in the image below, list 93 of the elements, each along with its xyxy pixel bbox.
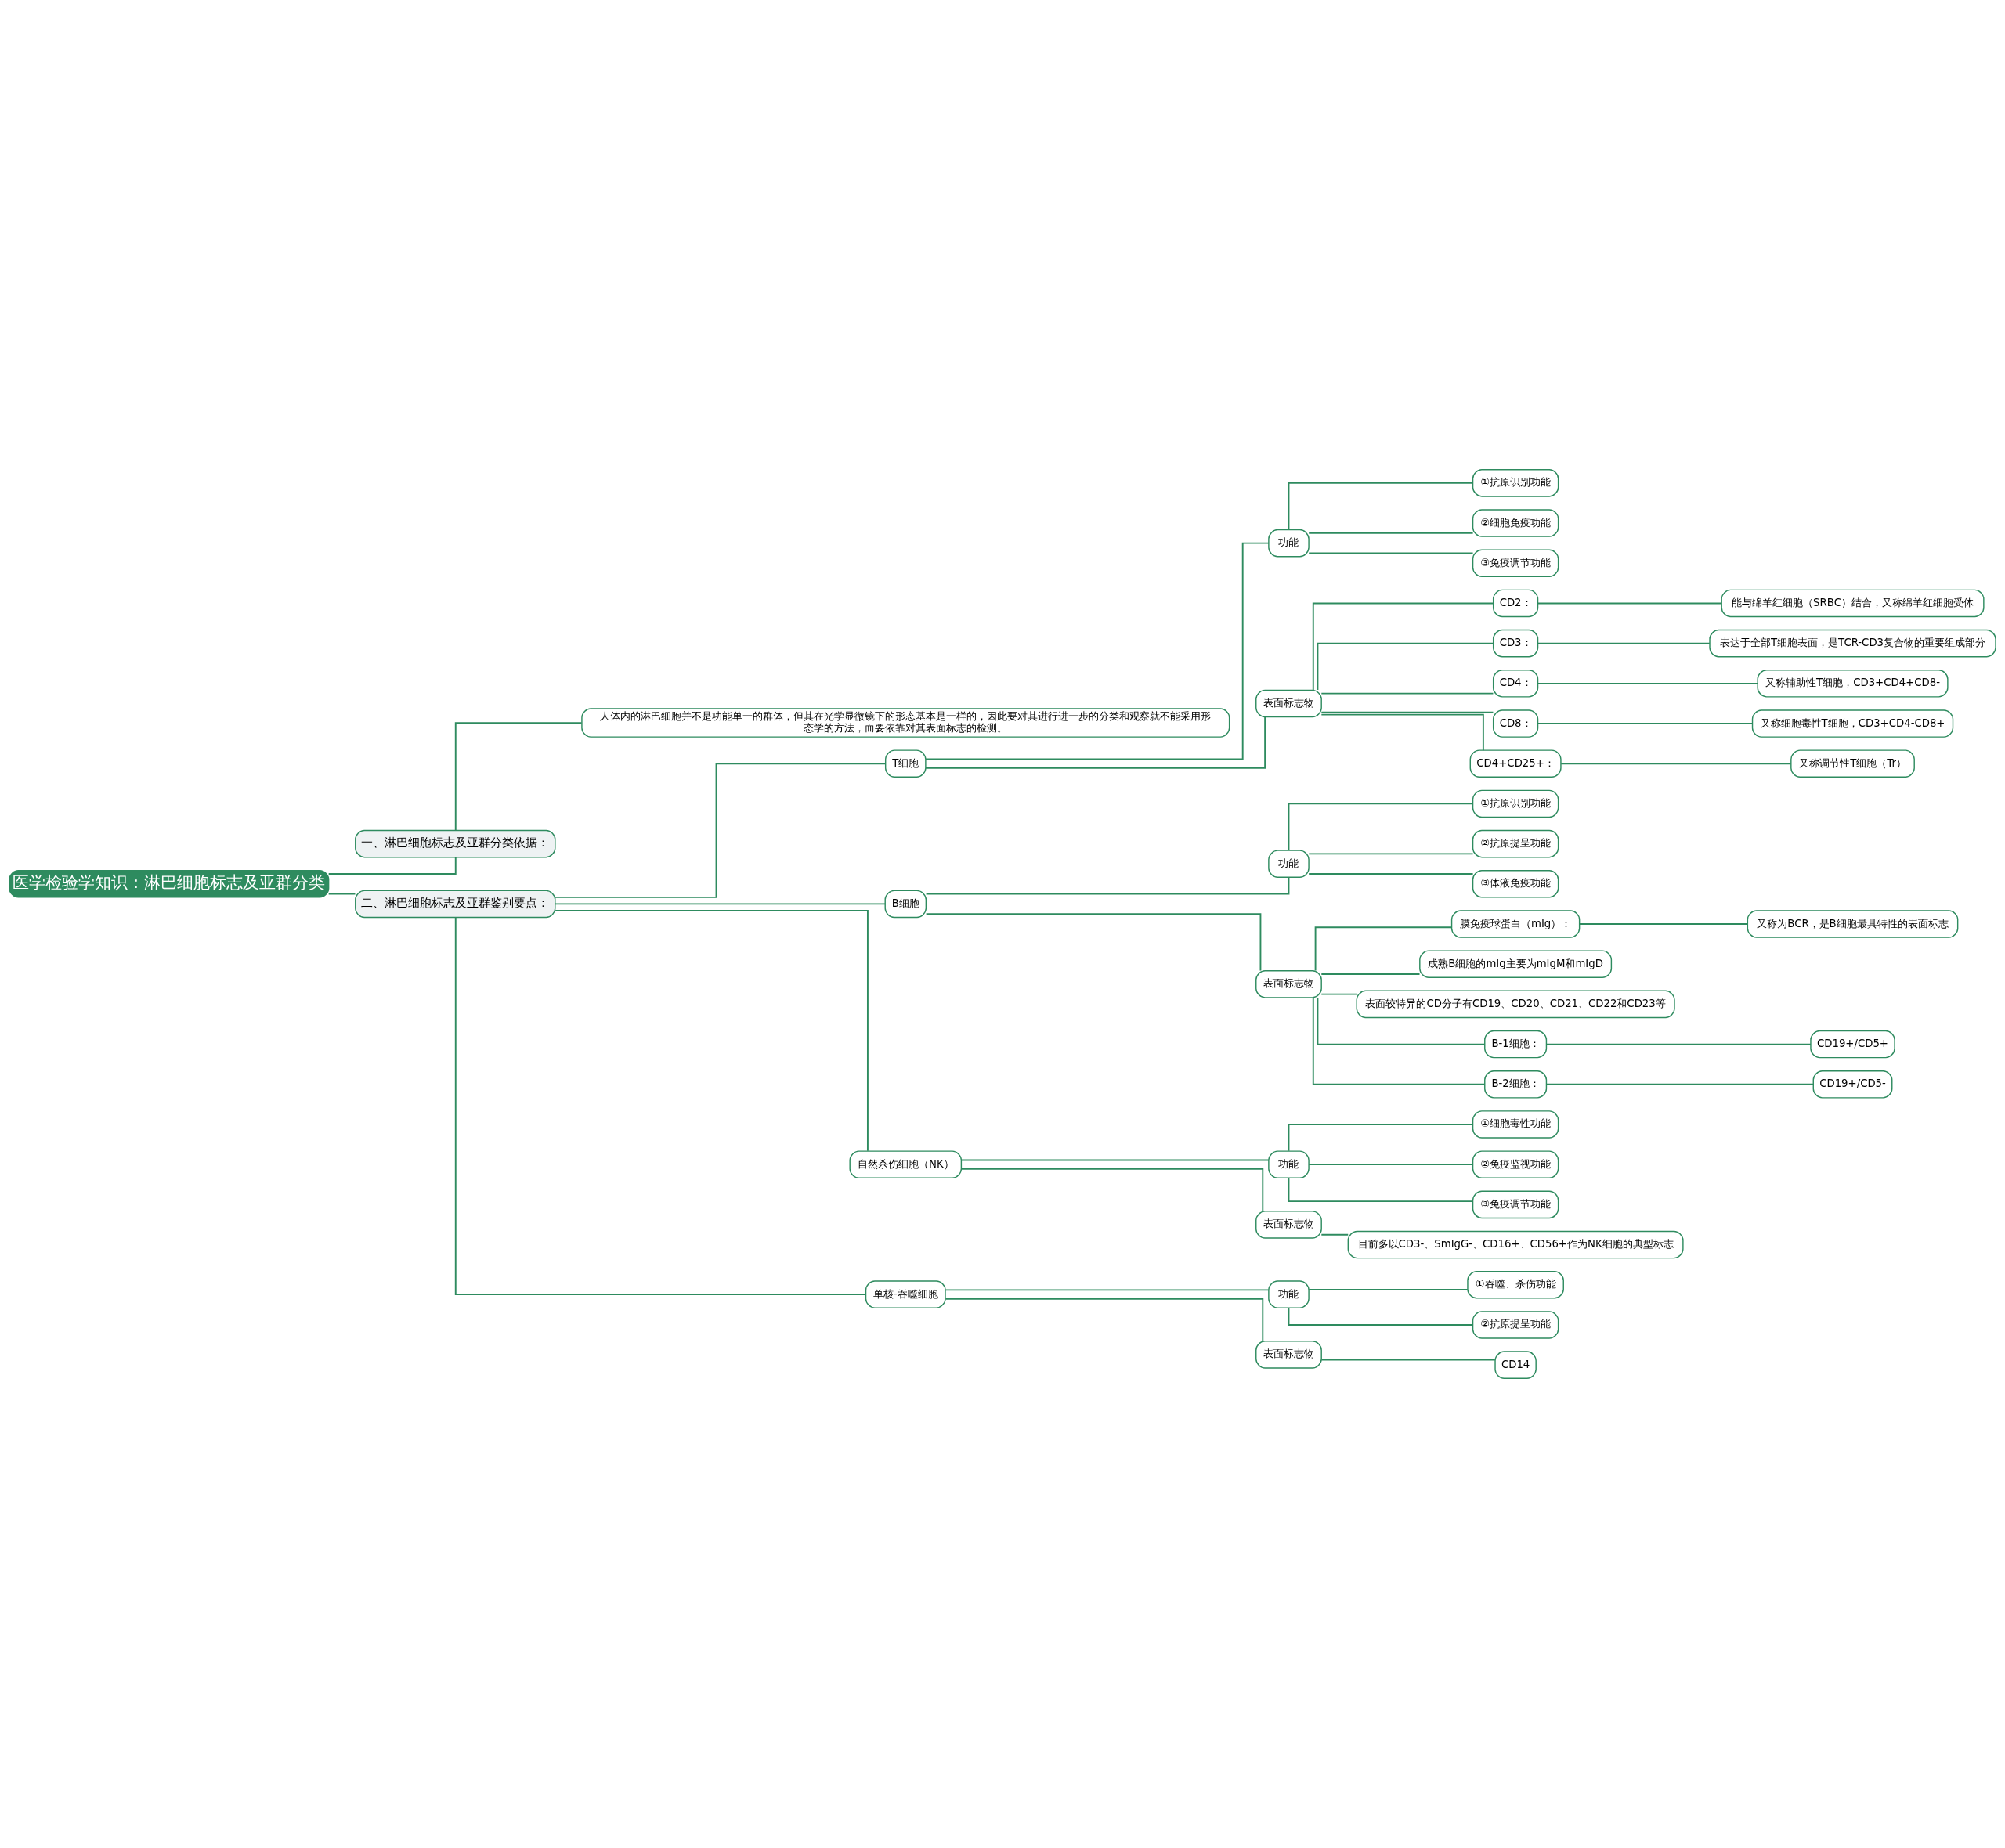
- connector: [1288, 1307, 1474, 1326]
- connector: [925, 716, 1266, 769]
- connector: [327, 857, 457, 875]
- node-box: ②细胞免疫功能: [1472, 509, 1559, 537]
- node-box: 表面标志物: [1255, 689, 1322, 718]
- node-box: B-1细胞：: [1484, 1030, 1548, 1059]
- node-box: ①抗原识别功能: [1472, 789, 1559, 818]
- connector: [924, 542, 1270, 760]
- connector: [1308, 853, 1474, 855]
- node-box: ②抗原提呈功能: [1472, 829, 1559, 858]
- connector: [945, 1289, 1270, 1291]
- node-box: 表面标志物: [1255, 970, 1322, 998]
- node-box: 膜免疫球蛋白（mIg）：: [1450, 910, 1581, 938]
- node-box: 能与绵羊红细胞（SRBC）结合，又称绵羊红细胞受体: [1721, 589, 1985, 618]
- node-box: ②免疫监视功能: [1472, 1150, 1559, 1178]
- node-box: ③体液免疫功能: [1472, 870, 1559, 898]
- node-box: 目前多以CD3-、SmIgG-、CD16+、CD56+作为NK细胞的典型标志: [1347, 1230, 1684, 1259]
- connector: [1308, 1288, 1469, 1290]
- connector: [1320, 1233, 1349, 1236]
- node-box: CD3：: [1492, 629, 1539, 658]
- connector: [945, 1298, 1264, 1342]
- connector: [1578, 923, 1749, 925]
- node-box: 表面标志物: [1255, 1211, 1322, 1239]
- node-box: 表面标志物: [1255, 1341, 1322, 1369]
- connector: [1308, 873, 1474, 875]
- connector: [1308, 552, 1474, 554]
- connector: [1537, 602, 1722, 605]
- connector: [1560, 763, 1792, 765]
- connector: [1288, 1177, 1474, 1203]
- node-box: ①抗原识别功能: [1472, 469, 1559, 497]
- node-box: 表面较特异的CD分子有CD19、CD20、CD21、CD22和CD23等: [1356, 990, 1675, 1019]
- node-box: 表达于全部T细胞表面，是TCR-CD3复合物的重要组成部分: [1709, 629, 1996, 658]
- connector: [1320, 1359, 1496, 1361]
- node-box: CD8：: [1492, 709, 1539, 738]
- connector: [925, 876, 1290, 895]
- node-box: 医学检验学知识：淋巴细胞标志及亚群分类: [9, 870, 330, 898]
- connector: [1320, 713, 1484, 752]
- connector: [327, 893, 356, 895]
- connector: [1312, 602, 1494, 691]
- connector: [1320, 993, 1358, 995]
- node-box: 功能: [1268, 529, 1310, 558]
- connector: [1314, 926, 1453, 972]
- connector: [454, 722, 583, 832]
- node-box: ②抗原提呈功能: [1472, 1311, 1559, 1339]
- connector: [1288, 803, 1474, 851]
- node-box: 自然杀伤细胞（NK）: [849, 1150, 963, 1178]
- node-box: 功能: [1268, 850, 1310, 878]
- node-box: B细胞: [884, 890, 927, 919]
- node-box: 又称调节性T细胞（Tr）: [1790, 749, 1915, 778]
- node-box: 一、淋巴细胞标志及亚群分类依据：: [355, 829, 556, 858]
- connector: [1320, 711, 1494, 713]
- connector: [1312, 997, 1486, 1085]
- connector: [454, 916, 867, 1296]
- node-box: 单核-吞噬细胞: [865, 1280, 946, 1308]
- connector: [1537, 723, 1754, 724]
- connector: [554, 763, 887, 898]
- node-box: 又称辅助性T细胞，CD3+CD4+CD8-: [1757, 670, 1949, 698]
- node-box: ①细胞毒性功能: [1472, 1110, 1559, 1139]
- connector: [1537, 682, 1759, 684]
- connector: [1545, 1043, 1812, 1045]
- connector: [960, 1168, 1264, 1212]
- node-box: CD19+/CD5-: [1812, 1070, 1893, 1099]
- connector: [960, 1159, 1270, 1161]
- node-box: T细胞: [884, 749, 927, 778]
- node-box: 成熟B细胞的mIg主要为mIgM和mIgD: [1419, 950, 1613, 978]
- connector: [1288, 1124, 1474, 1152]
- node-box: ③免疫调节功能: [1472, 1190, 1559, 1219]
- node-box: ①吞噬、杀伤功能: [1467, 1271, 1564, 1299]
- node-box: CD2：: [1492, 589, 1539, 618]
- node-box: CD4+CD25+：: [1469, 749, 1562, 778]
- connector: [1317, 642, 1494, 691]
- node-box: 人体内的淋巴细胞并不是功能单一的群体，但其在光学显微镜下的形态基本是一样的，因此要对其进行进一步的分类和观察就不能采用形态学的方法，而要依靠对其表面标志的检测。: [581, 708, 1230, 738]
- connector: [1308, 532, 1474, 534]
- connector: [925, 913, 1262, 972]
- node-box: 又称为BCR，是B细胞最具特性的表面标志: [1747, 910, 1959, 938]
- node-box: 二、淋巴细胞标志及亚群鉴别要点：: [355, 890, 556, 919]
- connector: [1288, 482, 1474, 531]
- node-box: CD4：: [1492, 670, 1539, 698]
- connector: [1537, 642, 1711, 644]
- connector: [1317, 997, 1486, 1045]
- node-box: 功能: [1268, 1150, 1310, 1178]
- connector: [1320, 973, 1421, 975]
- node-box: CD14: [1494, 1351, 1537, 1379]
- connector: [1308, 1164, 1474, 1166]
- connector: [1320, 692, 1494, 695]
- node-box: B-2细胞：: [1484, 1070, 1548, 1099]
- node-box: 功能: [1268, 1280, 1310, 1308]
- node-box: ③免疫调节功能: [1472, 549, 1559, 577]
- node-box: CD19+/CD5+: [1810, 1030, 1895, 1059]
- connector: [555, 910, 869, 1152]
- node-box: 又称细胞毒性T细胞，CD3+CD4-CD8+: [1751, 709, 1954, 738]
- connector: [1545, 1083, 1814, 1085]
- connector: [554, 903, 886, 905]
